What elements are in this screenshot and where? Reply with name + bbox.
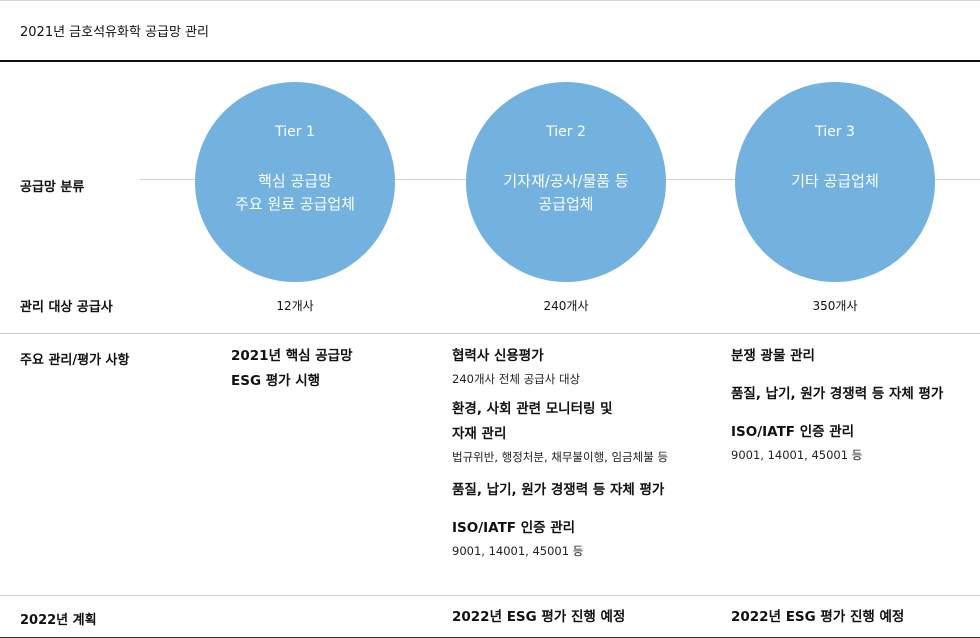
tier2-desc-line2: 공급업체: [538, 195, 594, 213]
tier2-desc: 기자재/공사/물품 등 공급업체: [466, 170, 666, 216]
plan-divider: [0, 595, 980, 596]
tier1-circle: Tier 1 핵심 공급망 주요 원료 공급업체: [195, 82, 395, 282]
tier1-item-line2: ESG 평가 시행: [231, 373, 321, 389]
tier1-item-line1: 2021년 핵심 공급망: [231, 348, 353, 364]
tier2-item-credit-sub: 240개사 전체 공급사 대상: [452, 372, 581, 386]
tier2-item-monitoring-sub: 법규위반, 행정처분, 채무불이행, 임금체불 등: [452, 450, 669, 464]
tier2-plan: 2022년 ESG 평가 진행 예정: [452, 609, 626, 625]
tier3-items: 분쟁 광물 관리 품질, 납기, 원가 경쟁력 등 자체 평가 ISO/IATF…: [731, 344, 976, 465]
tier2-item-self-eval: 품질, 납기, 원가 경쟁력 등 자체 평가: [452, 482, 665, 498]
section-divider: [0, 333, 980, 334]
tier2-item-monitoring-line1: 환경, 사회 관련 모니터링 및: [452, 401, 613, 417]
tier3-plan: 2022년 ESG 평가 진행 예정: [731, 609, 905, 625]
tier2-item-credit: 협력사 신용평가: [452, 348, 544, 364]
row-label-managed-count: 관리 대상 공급사: [20, 300, 113, 315]
tier3-desc-line1: 기타 공급업체: [791, 172, 879, 190]
tier2-name: Tier 2: [546, 124, 586, 140]
tier2-circle: Tier 2 기자재/공사/물품 등 공급업체: [466, 82, 666, 282]
tier1-count: 12개사: [276, 299, 314, 313]
tier1-items: 2021년 핵심 공급망 ESG 평가 시행: [231, 344, 353, 394]
tier2-items: 협력사 신용평가 240개사 전체 공급사 대상 환경, 사회 관련 모니터링 …: [452, 344, 752, 561]
row-label-main-items: 주요 관리/평가 사항: [20, 353, 130, 368]
tier2-count: 240개사: [543, 299, 589, 313]
tier3-item-conflict: 분쟁 광물 관리: [731, 348, 815, 364]
tier3-count: 350개사: [812, 299, 858, 313]
tier2-desc-line1: 기자재/공사/물품 등: [503, 172, 629, 190]
page-title: 2021년 금호석유화학 공급망 관리: [20, 25, 210, 40]
tier3-item-iso: ISO/IATF 인증 관리: [731, 424, 855, 440]
tier2-item-monitoring-line2: 자재 관리: [452, 426, 507, 442]
tier3-circle: Tier 3 기타 공급업체: [735, 82, 935, 282]
tier1-desc-line1: 핵심 공급망: [258, 172, 332, 190]
header-divider: [0, 60, 980, 62]
tier2-item-iso: ISO/IATF 인증 관리: [452, 520, 576, 536]
tier3-name: Tier 3: [815, 124, 855, 140]
tier3-desc: 기타 공급업체: [735, 170, 935, 193]
row-label-plan-2022: 2022년 계획: [20, 613, 97, 628]
tier2-item-iso-sub: 9001, 14001, 45001 등: [452, 544, 584, 558]
row-label-classification: 공급망 분류: [20, 180, 85, 195]
tier3-item-iso-sub: 9001, 14001, 45001 등: [731, 448, 863, 462]
tier3-item-self-eval: 품질, 납기, 원가 경쟁력 등 자체 평가: [731, 386, 944, 402]
tier1-name: Tier 1: [275, 124, 315, 140]
top-border: [0, 0, 980, 1]
tier1-desc: 핵심 공급망 주요 원료 공급업체: [195, 170, 395, 216]
tier1-desc-line2: 주요 원료 공급업체: [235, 195, 355, 213]
